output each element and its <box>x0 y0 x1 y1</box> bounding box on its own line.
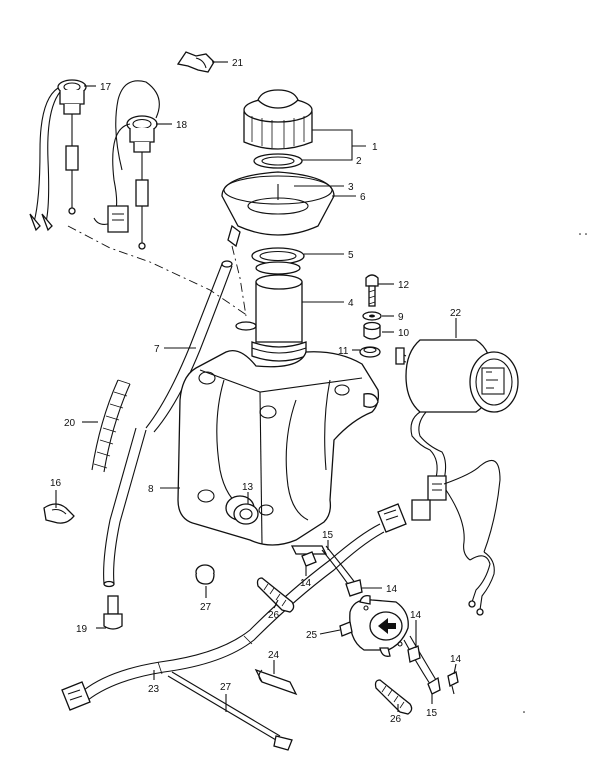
part-1-fuel-cap <box>243 89 313 150</box>
callout-13: 13 <box>242 482 254 493</box>
callout-7: 7 <box>154 344 160 355</box>
callout-9: 9 <box>398 312 404 323</box>
callout-26-b: 26 <box>390 714 402 725</box>
part-14-clamp-d <box>447 671 459 695</box>
callout-20: 20 <box>64 418 76 429</box>
callout-24: 24 <box>268 650 280 661</box>
leader-lines <box>55 61 457 712</box>
part-11-grommet <box>359 346 381 358</box>
part-19-drain-screw <box>103 595 123 630</box>
callout-25: 25 <box>306 630 318 641</box>
callout-2: 2 <box>356 156 362 167</box>
part-14-clamp-a <box>301 551 317 567</box>
part-20-protector <box>91 379 131 473</box>
part-10-collar <box>363 321 381 340</box>
part-17-sender <box>29 79 87 232</box>
callout-16: 16 <box>50 478 62 489</box>
callout-14-a: 14 <box>300 578 312 589</box>
callout-11: 11 <box>338 346 349 357</box>
part-26-hose-upper <box>256 577 295 613</box>
callout-4: 4 <box>348 298 354 309</box>
callout-27-b: 27 <box>220 682 232 693</box>
part-6-filler-cup <box>221 171 335 248</box>
part-16-clip <box>43 503 75 524</box>
part-21-clip <box>176 51 215 73</box>
part-22-harness <box>410 411 501 616</box>
part-8-fuel-tank <box>177 321 380 546</box>
part-2-gasket <box>253 153 303 169</box>
part-25-fuel-pump <box>339 594 409 657</box>
part-18-sender <box>93 80 160 250</box>
part-7-lower-hose <box>103 427 147 588</box>
part-9-washer <box>362 311 382 321</box>
callout-22: 22 <box>450 308 462 319</box>
callout-23: 23 <box>148 684 160 695</box>
callout-labels: 1 2 3 4 5 6 7 8 9 10 11 12 13 14 14 14 1… <box>50 58 462 725</box>
edge-marks <box>523 233 587 713</box>
part-14-clamp-c <box>407 645 421 663</box>
part-24-clamp <box>254 668 298 696</box>
callout-1: 1 <box>372 142 378 153</box>
callout-14-c: 14 <box>410 610 422 621</box>
part-4-filler-neck <box>251 274 307 362</box>
callout-19: 19 <box>76 624 88 635</box>
part-15-hose-lower <box>403 635 441 695</box>
callout-26-a: 26 <box>268 610 280 621</box>
part-26-hose-lower <box>374 679 413 715</box>
part-12-bolt <box>365 274 379 307</box>
callout-17: 17 <box>100 82 112 93</box>
callout-8: 8 <box>148 484 154 495</box>
part-27-plug <box>195 564 215 585</box>
callout-21: 21 <box>232 58 244 69</box>
callout-14-b: 14 <box>386 584 398 595</box>
callout-10: 10 <box>398 328 410 339</box>
callout-12: 12 <box>398 280 410 291</box>
callout-18: 18 <box>176 120 188 131</box>
part-13-grommet <box>225 495 259 525</box>
callout-6: 6 <box>360 192 366 203</box>
callout-27-a: 27 <box>200 602 212 613</box>
part-5-o-ring <box>251 247 305 275</box>
callout-3: 3 <box>348 182 354 193</box>
callout-15-b: 15 <box>426 708 438 719</box>
reference-lines <box>67 225 249 317</box>
part-14-clamp-b <box>345 579 363 597</box>
part-7-breather-hose <box>145 260 233 433</box>
callout-5: 5 <box>348 250 354 261</box>
part-23-fuel-hose <box>61 503 407 711</box>
callout-14-d: 14 <box>450 654 462 665</box>
part-22-fuel-meter <box>395 339 519 413</box>
callout-15-a: 15 <box>322 530 334 541</box>
